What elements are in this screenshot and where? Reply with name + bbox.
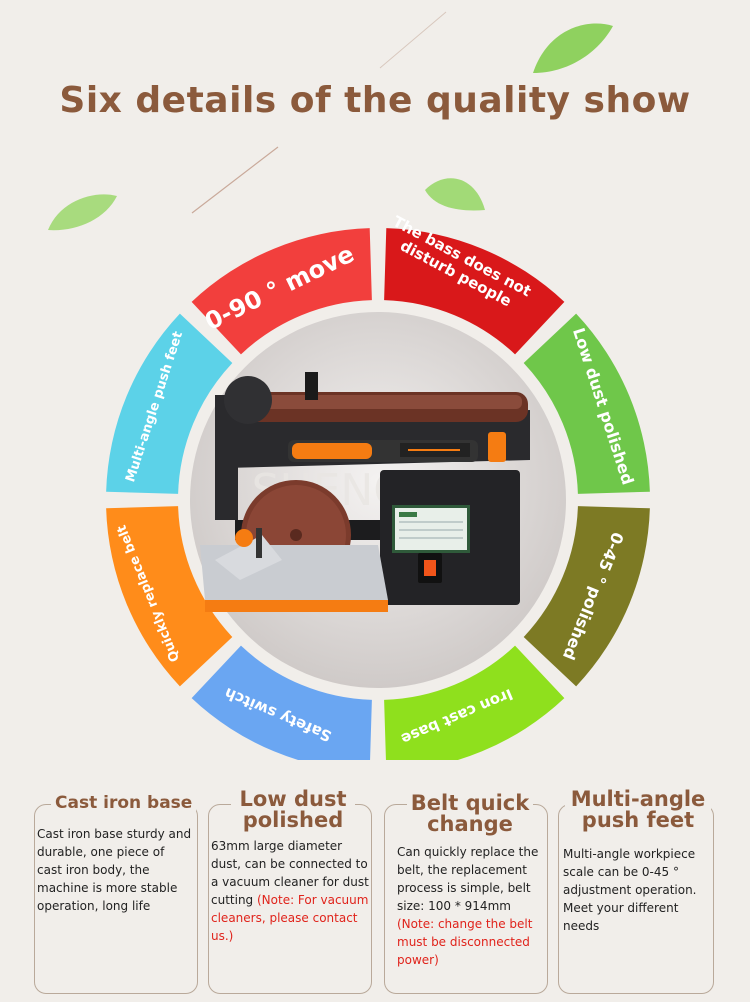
card-body: Cast iron base sturdy and durable, one p…: [37, 827, 192, 913]
wheel-segment-0-45: [523, 506, 650, 687]
wheel-segment-iron-cast: [384, 645, 565, 760]
feature-card-multi-angle: Multi-angle push feet Multi-angle workpi…: [558, 789, 714, 994]
wheel-segment-bass: [384, 228, 565, 355]
leaf-icon: [533, 23, 613, 73]
card-title: Low dust polished: [231, 789, 355, 831]
card-body: Multi-angle workpiece scale can be 0-45 …: [563, 847, 697, 933]
feature-wheel: SHENGHAO: [106, 212, 650, 760]
card-title: Belt quick change: [407, 793, 533, 835]
leaf-icon: [425, 178, 485, 211]
card-body: 63mm large diameter dust, can be connect…: [211, 839, 369, 943]
card-note: (Note: For vacuum cleaners, please conta…: [211, 893, 369, 943]
card-title: Cast iron base: [51, 795, 197, 812]
streak-decoration: [191, 146, 279, 214]
feature-card-cast-iron: Cast iron base Cast iron base sturdy and…: [34, 795, 198, 994]
leaf-icon: [48, 194, 117, 231]
feature-card-belt-change: Belt quick change Can quickly replace th…: [384, 793, 548, 994]
wheel-segment-low-dust: [523, 313, 650, 494]
wheel-segment-quick-belt: [106, 506, 233, 687]
feature-card-low-dust: Low dust polished 63mm large diameter du…: [208, 789, 372, 994]
page-title: Six details of the quality show: [59, 80, 691, 121]
card-note: (Note: change the belt must be disconnec…: [397, 917, 533, 967]
card-title: Multi-angle push feet: [565, 789, 711, 831]
wheel-segment-multi-angle: [106, 313, 233, 494]
streak-decoration: [379, 11, 447, 69]
card-body: Can quickly replace the belt, the replac…: [397, 843, 543, 969]
wheel-segment-safety: [191, 645, 372, 760]
wheel-segment-move: [191, 228, 372, 355]
belt-sander-machine: [200, 372, 530, 612]
